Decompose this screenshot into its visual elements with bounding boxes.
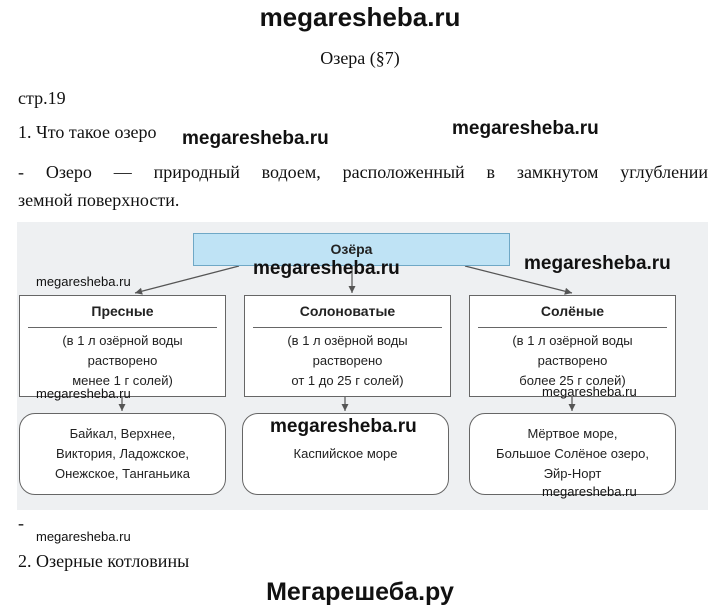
answer-1-line-1: - Озеро — природный водоем, расположенны… [18,162,708,182]
watermark-inline: megaresheba.ru [182,128,329,149]
category-title: Солёные [478,296,667,328]
watermark-top: megaresheba.ru [259,2,461,32]
lakes-diagram: Озёра Пресные (в 1 л озёрной воды раство… [17,222,708,510]
diagram-arrows [118,265,576,411]
category-desc-line: (в 1 л озёрной воды [512,333,633,348]
example-line: Виктория, Ладожское, [55,446,190,461]
category-desc-line: (в 1 л озёрной воды [62,333,183,348]
question-2: 2. Озерные котловины [18,551,190,571]
example-line: Эйр-Норт [543,466,602,481]
watermark-inline: megaresheba.ru [452,118,599,139]
dash-marker: - [18,513,24,533]
watermark-inline: megaresheba.ru [253,258,400,279]
answer-1: - Озеро — природный водоем, расположенны… [18,158,708,214]
watermark-small: megaresheba.ru [36,386,131,401]
category-desc-line: растворено [537,353,608,368]
example-line: Большое Солёное озеро, [496,446,649,461]
category-desc-line: растворено [312,353,383,368]
watermark-small: megaresheba.ru [36,274,131,289]
category-title: Пресные [28,296,217,328]
arrow-root-to-fresh [134,265,240,295]
watermark-small: megaresheba.ru [36,529,131,544]
example-line: Каспийское море [293,446,398,461]
category-desc-line: менее 1 г солей) [72,373,173,388]
example-line: Онежское, Танганьика [55,466,190,481]
watermark-inline: megaresheba.ru [270,416,417,437]
page-title: Озера (§7) [320,48,400,68]
arrow-root-to-salt [464,265,573,295]
watermark-small: megaresheba.ru [542,384,637,399]
category-brackish: Солоноватые (в 1 л озёрной воды растворе… [244,295,451,397]
category-desc-line: (в 1 л озёрной воды [287,333,408,348]
category-salt: Солёные (в 1 л озёрной воды растворено б… [469,295,676,397]
category-desc-line: растворено [87,353,158,368]
examples-salt: Мёртвое море, Большое Солёное озеро, Эйр… [469,413,676,495]
category-fresh: Пресные (в 1 л озёрной воды растворено м… [19,295,226,397]
answer-1-line-2: земной поверхности. [18,190,180,210]
category-desc-line: более 25 г солей) [519,373,626,388]
watermark-inline: megaresheba.ru [524,253,671,274]
example-line: Мёртвое море, [527,426,618,441]
page-reference: стр.19 [18,88,66,108]
example-line: Байкал, Верхнее, [69,426,176,441]
category-title: Солоноватые [253,296,442,328]
examples-brackish: Каспийское море [242,413,449,495]
watermark-bottom: Мегарешеба.ру [266,578,454,606]
question-1: 1. Что такое озеро [18,122,157,142]
examples-fresh: Байкал, Верхнее, Виктория, Ладожское, Он… [19,413,226,495]
category-desc-line: от 1 до 25 г солей) [291,373,404,388]
diagram-root: Озёра [193,233,510,266]
watermark-small: megaresheba.ru [542,484,637,499]
